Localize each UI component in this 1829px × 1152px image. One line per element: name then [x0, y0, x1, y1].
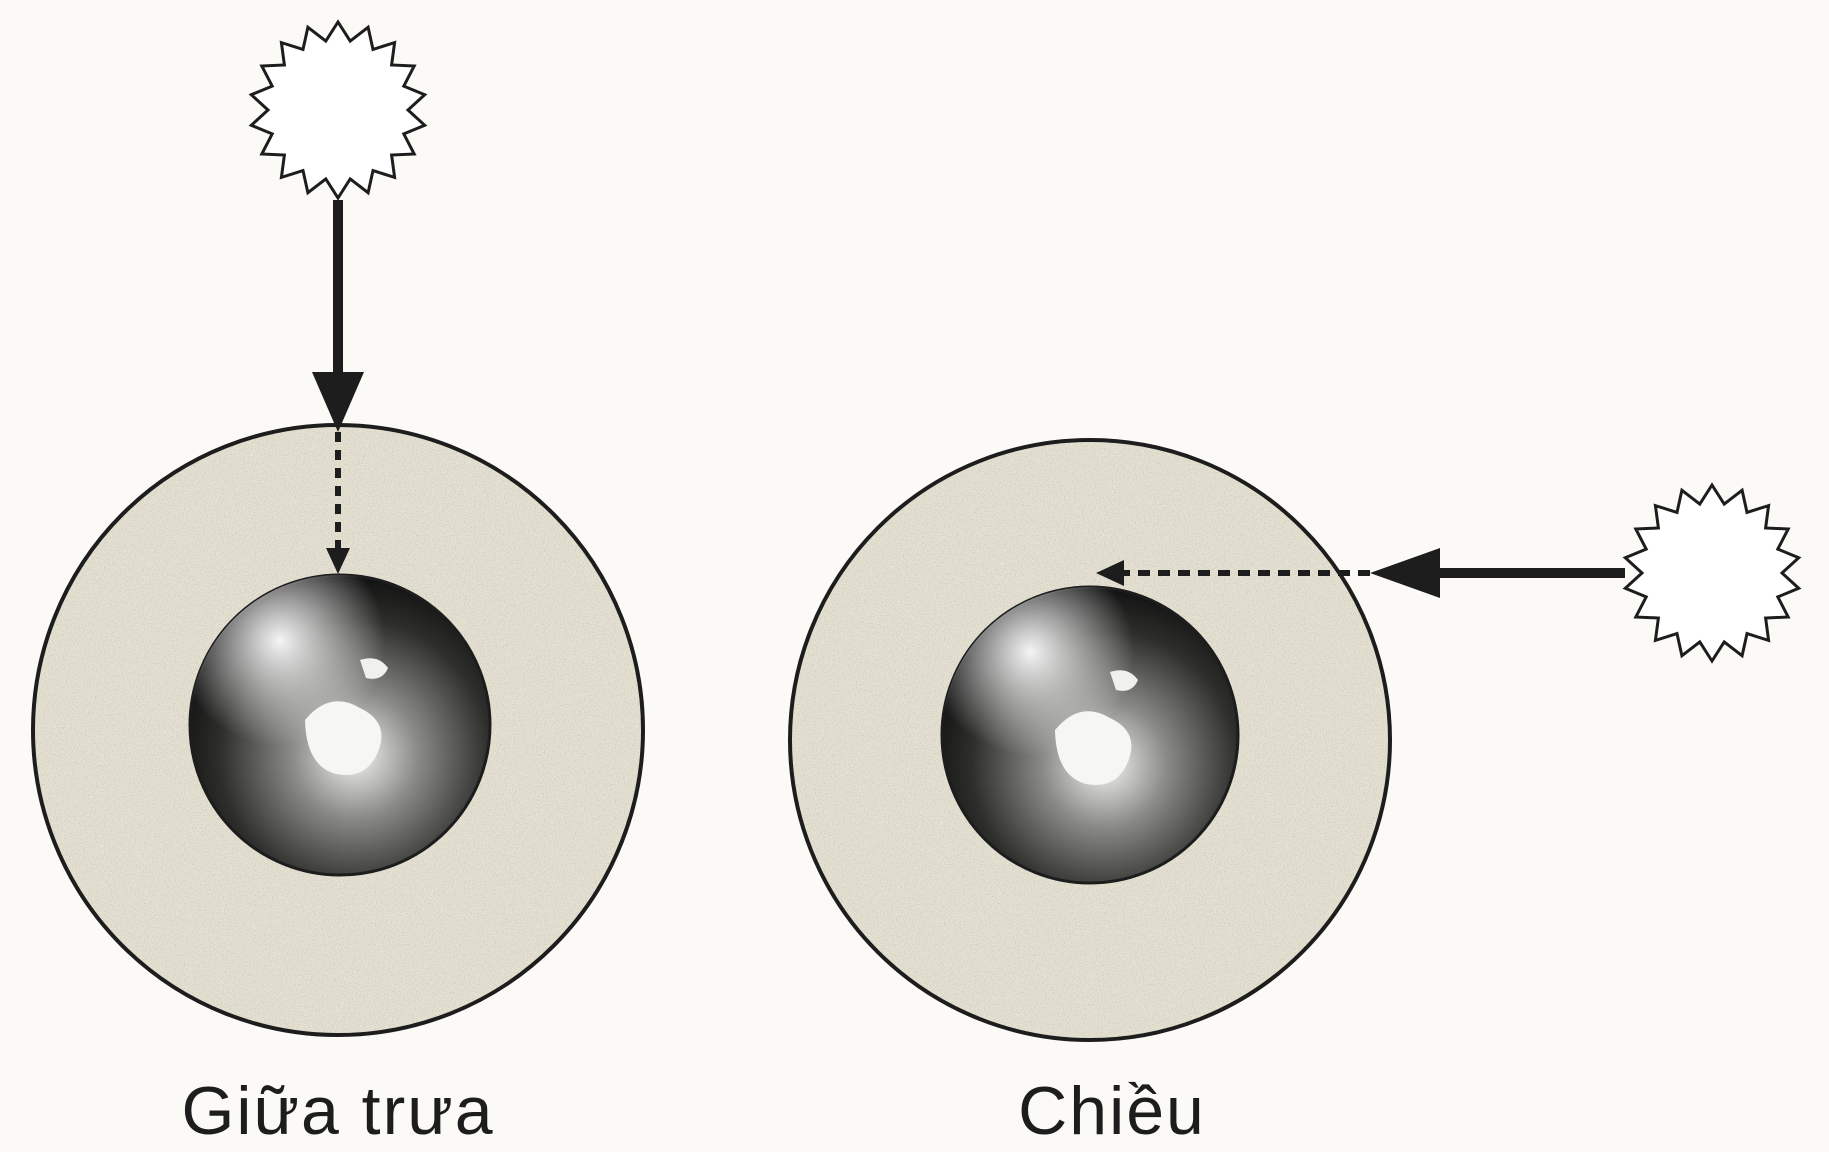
afternoon-panel [790, 440, 1799, 1040]
afternoon-sunlight-arrow [1370, 548, 1625, 598]
noon-sunlight-arrow [312, 200, 364, 432]
afternoon-sun-icon [1625, 485, 1798, 661]
afternoon-earth [942, 587, 1238, 883]
noon-earth [190, 575, 490, 875]
noon-sun-icon [251, 22, 424, 198]
noon-panel [33, 22, 643, 1035]
noon-caption: Giữa trưa [181, 1072, 494, 1150]
afternoon-caption: Chiều [1018, 1072, 1206, 1150]
